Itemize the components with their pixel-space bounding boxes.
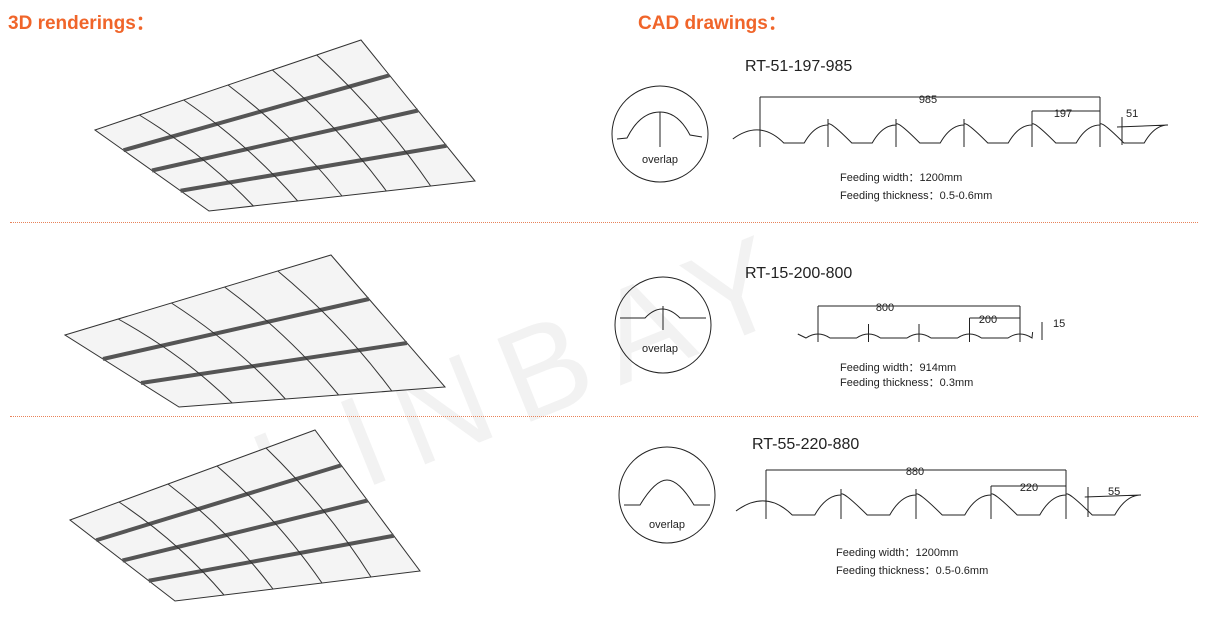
tile-step [122,73,391,153]
overlap-detail-circle [611,85,709,183]
renderings-heading: 3D renderings： [8,13,155,34]
tile-step [148,533,395,583]
roof-tile-rendering [63,254,447,408]
dim-height: 51 [1126,108,1138,120]
tile-ridge [272,69,387,192]
profile-title: RT-15-200-800 [745,265,853,282]
tile-ridge [118,501,225,596]
profile-outline [735,493,1142,516]
divider [10,416,1198,417]
overlap-profile [620,308,706,319]
tile-ridge [139,114,254,207]
tile-ridge [216,465,323,584]
feeding-width: Feeding width：914mm [840,362,957,374]
profile-title: RT-51-197-985 [745,58,853,75]
tile-ridge [224,286,339,396]
tile-ridge [227,84,343,197]
overlap-profile [624,479,710,506]
overlap-detail-circle [618,446,716,544]
tile-ridge [167,483,274,590]
cad-heading: CAD drawings： [638,13,787,34]
dim-total: 880 [906,466,924,478]
tile-step [180,143,447,193]
feeding-width: Feeding width：1200mm [836,547,959,559]
feeding-width: Feeding width：1200mm [840,172,963,184]
tile-ridge [265,447,372,578]
roof-tile-rendering [68,429,421,602]
overlap-label: overlap [642,154,678,166]
feeding-thickness: Feeding thickness：0.3mm [840,377,974,389]
profile-title: RT-55-220-880 [752,436,860,453]
tile-ridge [316,54,432,187]
tile-ridge [117,318,233,404]
tile-ridge [171,302,286,400]
overlap-label: overlap [642,343,678,355]
tile-ridge [277,270,393,392]
overlap-label: overlap [649,519,685,531]
dim-pitch: 220 [1020,482,1038,494]
tile-step [140,341,408,385]
feeding-thickness: Feeding thickness：0.5-0.6mm [840,190,993,202]
dim-pitch: 197 [1054,108,1072,120]
tile-step [102,297,370,361]
tile-step [151,108,419,173]
profile-outline [732,123,1169,144]
tile-ridge [183,99,299,202]
dim-total: 800 [876,302,894,314]
profile-outline [797,331,1034,339]
roof-tile-rendering [93,39,476,212]
dim-height: 55 [1108,486,1120,498]
overlap-detail-circle [614,276,712,374]
tile-step [95,463,342,543]
divider [10,222,1198,223]
dim-pitch: 200 [979,314,997,326]
dim-total: 985 [919,94,937,106]
dim-height: 15 [1053,318,1065,330]
feeding-thickness: Feeding thickness：0.5-0.6mm [836,565,989,577]
tile-step [122,498,368,563]
